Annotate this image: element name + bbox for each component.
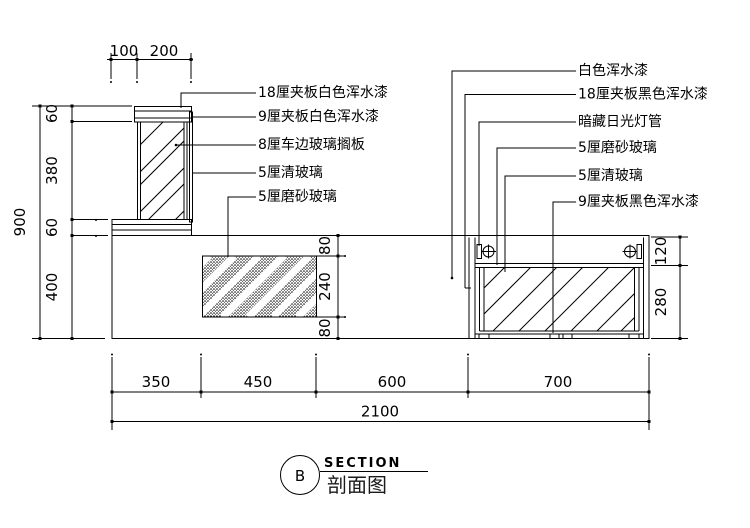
- counter-body: [111, 235, 650, 339]
- label-clear-glass-right: 5厘清玻璃: [578, 167, 643, 184]
- dim-bottom-600: 600: [378, 373, 407, 391]
- cabinet-glass-hatch: [141, 122, 184, 220]
- dimension-left: 900 60 380 60 400: [11, 104, 132, 340]
- dim-right-120: 120: [652, 237, 670, 266]
- dimension-top: 100 200: [107, 42, 193, 83]
- label-frosted-glass-left: 5厘磨砂玻璃: [258, 188, 337, 205]
- dim-mid-80a: 80: [316, 236, 334, 255]
- dim-left-60a: 60: [43, 104, 61, 123]
- section-bubble-letter: B: [295, 467, 305, 485]
- dim-mid-240: 240: [316, 272, 334, 301]
- dim-bottom-total: 2100: [361, 403, 399, 421]
- label-plywood18-black: 18厘夹板黑色浑水漆: [578, 86, 708, 103]
- label-frosted-glass-right: 5厘磨砂玻璃: [578, 139, 657, 156]
- display-niche: [468, 237, 644, 339]
- fluorescent-lamp-icon: [622, 244, 642, 259]
- wall-cabinet: [111, 106, 193, 236]
- dim-left-total: 900: [11, 208, 29, 237]
- label-plywood18-white: 18厘夹板白色浑水漆: [258, 84, 388, 101]
- label-white-paint: 白色浑水漆: [578, 62, 648, 79]
- dim-bottom-350: 350: [142, 373, 171, 391]
- dim-right-280: 280: [652, 288, 670, 317]
- dim-bottom-700: 700: [544, 373, 573, 391]
- label-plywood9-black: 9厘夹板黑色浑水漆: [578, 193, 699, 210]
- dim-bottom-450: 450: [244, 373, 273, 391]
- dimension-bottom: 350 450 600 700 2100: [110, 353, 651, 430]
- dim-left-400: 400: [43, 273, 61, 302]
- label-glass-shelf: 8厘车边玻璃搁板: [258, 136, 365, 153]
- dim-top-100: 100: [110, 42, 139, 60]
- label-clear-glass-left: 5厘清玻璃: [258, 164, 323, 181]
- dim-top-200: 200: [150, 42, 179, 60]
- callouts-left: 18厘夹板白色浑水漆 9厘夹板白色浑水漆 8厘车边玻璃搁板 5厘清玻璃 5厘磨砂…: [174, 84, 388, 257]
- niche-glass-hatch: [484, 267, 635, 331]
- dim-mid-80b: 80: [316, 318, 334, 337]
- fluorescent-lamp-icon: [476, 244, 496, 259]
- dim-left-60b: 60: [43, 218, 61, 237]
- frosted-glass-panel: [202, 255, 317, 318]
- title-block: B SECTION 剖面图: [280, 455, 428, 497]
- section-title-en: SECTION: [324, 456, 401, 471]
- section-bubble: [280, 455, 320, 495]
- callouts-right: 白色浑水漆 18厘夹板黑色浑水漆 暗藏日光灯管 5厘磨砂玻璃 5厘清玻璃 9厘夹…: [450, 62, 708, 333]
- dimension-middle: 80 240 80: [316, 234, 346, 340]
- dim-left-380: 380: [43, 156, 61, 185]
- label-hidden-lamp: 暗藏日光灯管: [578, 114, 662, 130]
- section-title-zh: 剖面图: [327, 473, 387, 497]
- label-plywood9-white: 9厘夹板白色浑水漆: [258, 108, 379, 125]
- dimension-right: 120 280: [651, 235, 688, 340]
